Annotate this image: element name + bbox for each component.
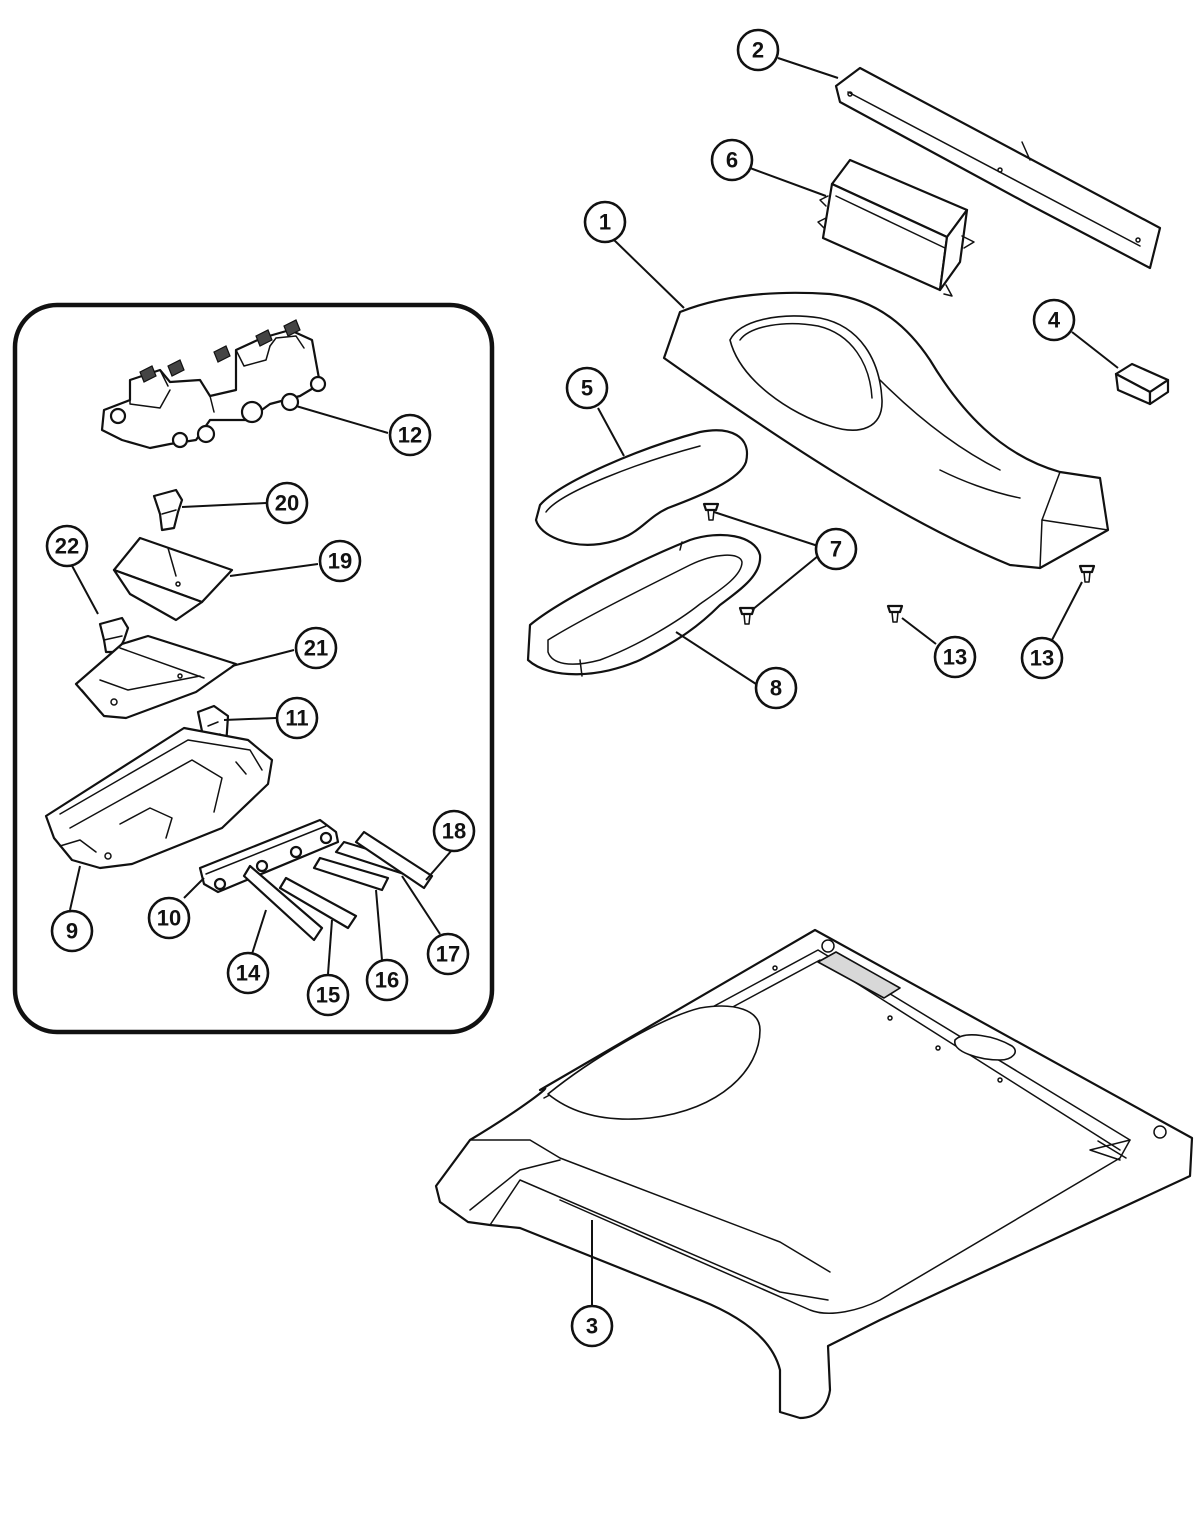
leader-13b: [1051, 581, 1083, 641]
leader-17: [401, 875, 441, 935]
callout-4-label: 4: [1048, 308, 1061, 333]
part-2-bracket: [834, 66, 1162, 270]
callout-20-label: 20: [275, 491, 299, 516]
callout-14-label: 14: [236, 961, 261, 986]
callout-8-label: 8: [770, 676, 782, 701]
callout-6: 6: [710, 138, 754, 182]
callout-1: 1: [583, 200, 627, 244]
callout-13a: 13: [933, 635, 977, 679]
callout-21: 21: [294, 626, 338, 670]
part-9-housing: [44, 726, 274, 870]
leader-19: [229, 563, 319, 577]
part-13-screws: [886, 564, 1096, 623]
leader-8: [675, 631, 757, 685]
part-16-hose: [312, 856, 390, 892]
leader-7b: [751, 555, 819, 611]
leader-15: [327, 919, 333, 975]
leader-16: [375, 889, 383, 961]
leader-9: [69, 865, 81, 911]
callout-22-label: 22: [55, 534, 79, 559]
callout-16: 16: [365, 958, 409, 1002]
callout-15-label: 15: [316, 983, 340, 1008]
callout-6-label: 6: [726, 148, 738, 173]
callout-5-label: 5: [581, 376, 593, 401]
part-21-dispenser: [74, 634, 238, 720]
callout-8: 8: [754, 666, 798, 710]
callout-3: 3: [570, 1304, 614, 1348]
part-1-console: [662, 291, 1110, 570]
callout-15: 15: [306, 973, 350, 1017]
part-8-frame: [526, 533, 762, 677]
callout-14: 14: [226, 951, 270, 995]
callout-13b: 13: [1020, 636, 1064, 680]
leader-6: [749, 167, 827, 197]
callout-12-label: 12: [398, 423, 422, 448]
leader-22: [69, 561, 99, 615]
callout-13b-label: 13: [1030, 646, 1054, 671]
part-12-valves: [100, 319, 327, 450]
callout-19-label: 19: [328, 549, 352, 574]
callout-3-label: 3: [586, 1314, 598, 1339]
callout-19: 19: [318, 539, 362, 583]
part-15-hose: [278, 876, 358, 930]
callout-1-label: 1: [599, 210, 611, 235]
leader-2: [777, 57, 839, 79]
part-3-top-panel: [434, 928, 1194, 1420]
callout-9: 9: [50, 909, 94, 953]
part-19-cup: [112, 536, 234, 622]
callout-11: 11: [275, 696, 319, 740]
callout-9-label: 9: [66, 919, 78, 944]
leader-5: [597, 407, 625, 457]
part-4-clip: [1114, 362, 1170, 406]
part-10-manifold: [198, 818, 340, 894]
leader-21: [231, 649, 295, 667]
callout-5: 5: [565, 366, 609, 410]
callout-22: 22: [45, 524, 89, 568]
callout-12: 12: [388, 413, 432, 457]
leader-lines: [69, 57, 1119, 1305]
leader-10: [183, 877, 205, 899]
callout-21-label: 21: [304, 636, 328, 661]
leader-14: [251, 909, 267, 955]
callout-16-label: 16: [375, 968, 399, 993]
callout-10-label: 10: [157, 906, 181, 931]
leader-20: [181, 502, 267, 508]
part-14-hose: [242, 864, 324, 942]
callout-10: 10: [147, 896, 191, 940]
callout-17-label: 17: [436, 942, 460, 967]
part-7-screws: [702, 502, 756, 625]
part-5-lid: [534, 429, 749, 546]
part-6-control-box: [817, 158, 975, 297]
callout-11-label: 11: [285, 706, 308, 731]
leader-7a: [713, 511, 819, 547]
leader-13a: [901, 617, 937, 645]
callout-4: 4: [1032, 298, 1076, 342]
leader-1: [611, 237, 685, 309]
leader-4: [1071, 331, 1119, 369]
callout-20: 20: [265, 481, 309, 525]
callout-7-label: 7: [830, 537, 842, 562]
callout-2: 2: [736, 28, 780, 72]
callout-18: 18: [432, 809, 476, 853]
callout-2-label: 2: [752, 38, 764, 63]
callout-17: 17: [426, 932, 470, 976]
callout-18-label: 18: [442, 819, 466, 844]
part-18-hose: [354, 830, 434, 890]
inset-frame: [12, 302, 495, 1035]
leader-11: [223, 717, 277, 721]
callout-13a-label: 13: [943, 645, 967, 670]
leader-12: [295, 405, 389, 434]
leader-18: [425, 849, 453, 881]
callout-7: 7: [814, 527, 858, 571]
part-20-cap: [152, 488, 184, 532]
